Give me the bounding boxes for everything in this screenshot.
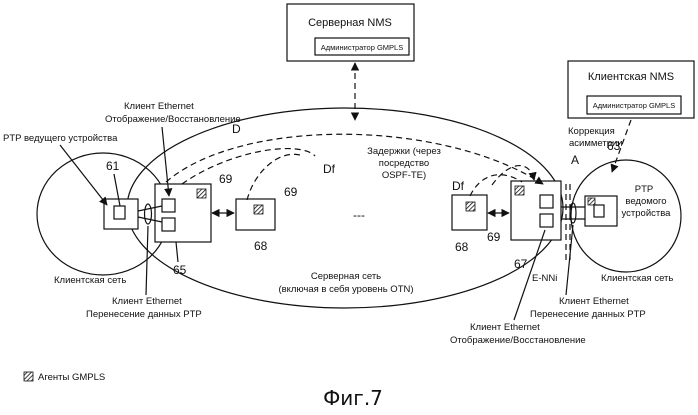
ptp-master-label: PTP ведущего устройства	[3, 133, 118, 144]
eth-transfer-left-label-1: Клиент Ethernet	[112, 296, 182, 307]
gmpls-agent-icon	[24, 372, 33, 381]
gmpls-agent-icon	[515, 186, 524, 195]
ellipsis: ---	[353, 208, 365, 222]
client-network-left-label: Клиентская сеть	[54, 275, 126, 286]
ref-65: 65	[173, 263, 187, 277]
legend-label: Агенты GMPLS	[38, 372, 105, 383]
ptp-slave-node	[585, 196, 617, 226]
ref-61: 61	[106, 159, 120, 173]
delays-label-3: OSPF-TE)	[382, 170, 426, 181]
correction-label-1: Коррекция	[568, 126, 615, 137]
enni-label: E-NNi	[532, 273, 557, 284]
server-nms-admin: Администратор GMPLS	[321, 43, 403, 52]
legend: Агенты GMPLS	[24, 372, 105, 383]
client-nms-box: Клиентская NMS Администратор GMPLS	[568, 61, 694, 118]
eth-map-bottom-label-2: Отображение/Восстановление	[450, 335, 586, 346]
eth-transfer-right-label-1: Клиент Ethernet	[559, 296, 629, 307]
edge-node-65	[155, 184, 211, 242]
ref-63: 63	[607, 139, 621, 153]
path-df-label-2: Df	[452, 179, 465, 193]
gmpls-agent-icon	[466, 202, 475, 211]
eth-map-top-label-2: Отображение/Восстановление	[105, 114, 241, 125]
path-d-label: D	[232, 122, 241, 136]
ptp-slave-label-1: PTP	[635, 184, 653, 195]
node-68-right	[452, 195, 487, 230]
node-68-left	[236, 199, 275, 230]
ref-68a: 68	[254, 239, 268, 253]
client-network-left	[37, 153, 169, 275]
eth-transfer-right-label-2: Перенесение данных PTP	[530, 309, 646, 320]
client-nms-admin: Администратор GMPLS	[593, 101, 675, 110]
ptp-master-node	[104, 199, 138, 229]
delays-label-2: посредство	[379, 158, 429, 169]
eth-map-top-label-1: Клиент Ethernet	[124, 101, 194, 112]
eth-map-bottom-label-1: Клиент Ethernet	[470, 322, 540, 333]
server-nms-box: Серверная NMS Администратор GMPLS	[287, 4, 414, 61]
server-network-label-1: Серверная сеть	[311, 271, 381, 282]
server-network-label-2: (включая в себя уровень OTN)	[278, 284, 413, 295]
eth-transfer-left-label-2: Перенесение данных PTP	[86, 309, 202, 320]
ref-69c: 69	[487, 230, 501, 244]
delays-label-1: Задержки (через	[367, 146, 441, 157]
ref-69a: 69	[219, 172, 233, 186]
ref-67: 67	[514, 257, 528, 271]
figure-caption: Фиг.7	[323, 386, 383, 410]
ptp-slave-label-2: ведомого	[625, 196, 666, 207]
ref-68b: 68	[455, 240, 469, 254]
client-nms-title: Клиентская NMS	[588, 71, 674, 83]
gmpls-agent-icon	[197, 189, 206, 198]
server-nms-title: Серверная NMS	[308, 17, 392, 29]
path-df-label-1: Df	[323, 162, 336, 176]
ptp-slave-label-3: устройства	[622, 208, 672, 219]
point-a-label: A	[571, 153, 579, 167]
gmpls-agent-icon	[254, 205, 263, 214]
edge-node-67	[511, 181, 561, 240]
client-network-right-label: Клиентская сеть	[601, 273, 673, 284]
ref-69b: 69	[284, 185, 298, 199]
